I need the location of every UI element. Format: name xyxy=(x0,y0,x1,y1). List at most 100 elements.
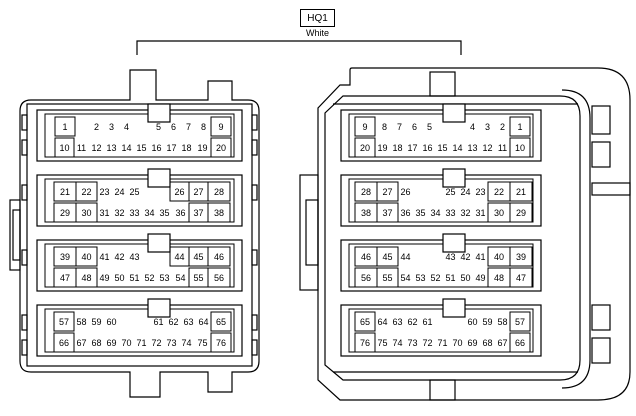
male-inner-frame xyxy=(26,103,253,367)
pin-number: 23 xyxy=(99,187,109,197)
pin-number: 43 xyxy=(445,252,455,262)
pin-number: 6 xyxy=(171,122,176,132)
pin-number: 9 xyxy=(362,122,367,132)
pin-row-frame xyxy=(340,174,542,227)
pin-number: 3 xyxy=(109,122,114,132)
pin-number: 46 xyxy=(361,252,371,262)
pin-number: 48 xyxy=(81,273,91,283)
pin-cell xyxy=(53,311,75,332)
row-key xyxy=(442,298,466,318)
pin-number: 34 xyxy=(430,208,440,218)
pin-row-inner xyxy=(348,243,534,288)
pin-number: 34 xyxy=(144,208,154,218)
pin-number: 67 xyxy=(76,338,86,348)
pin-number: 13 xyxy=(106,143,116,153)
pin-number: 50 xyxy=(460,273,470,283)
pin-number: 13 xyxy=(467,143,477,153)
pin-number: 4 xyxy=(124,122,129,132)
pin-number: 35 xyxy=(415,208,425,218)
pin-number: 7 xyxy=(397,122,402,132)
connector-name-label: HQ1 xyxy=(300,9,335,27)
pin-number: 75 xyxy=(377,338,387,348)
pin-row-inner xyxy=(44,243,235,288)
pin-number: 28 xyxy=(361,187,371,197)
row-key xyxy=(147,233,171,253)
pin-number: 19 xyxy=(377,143,387,153)
pin-cell xyxy=(509,181,533,202)
pin-number: 38 xyxy=(214,208,224,218)
pin-number: 41 xyxy=(475,252,485,262)
pin-number: 45 xyxy=(193,252,203,262)
pin-cell xyxy=(53,332,75,353)
pin-cell xyxy=(210,116,232,137)
pin-number: 57 xyxy=(515,317,525,327)
pin-number: 59 xyxy=(482,317,492,327)
pin-number: 75 xyxy=(197,338,207,348)
pin-row-frame xyxy=(36,304,243,357)
pin-number: 8 xyxy=(201,122,206,132)
pin-number: 59 xyxy=(91,317,101,327)
pin-cell xyxy=(210,332,232,353)
pin-number: 24 xyxy=(114,187,124,197)
pin-number: 19 xyxy=(197,143,207,153)
pin-number: 51 xyxy=(129,273,139,283)
pin-number: 67 xyxy=(497,338,507,348)
pin-number: 21 xyxy=(516,187,526,197)
pin-number: 74 xyxy=(181,338,191,348)
pin-cell xyxy=(509,246,533,267)
pin-cell xyxy=(376,246,399,267)
pin-cell xyxy=(354,137,376,158)
pin-number: 8 xyxy=(382,122,387,132)
pin-cell xyxy=(509,137,531,158)
pin-number: 53 xyxy=(159,273,169,283)
pin-cell xyxy=(354,311,376,332)
pin-number: 64 xyxy=(377,317,387,327)
pin-number: 30 xyxy=(494,208,504,218)
pin-number: 31 xyxy=(475,208,485,218)
pin-number: 38 xyxy=(361,208,371,218)
pin-number: 58 xyxy=(497,317,507,327)
pin-number: 68 xyxy=(91,338,101,348)
female-left-latch xyxy=(299,174,319,291)
pin-number: 27 xyxy=(193,187,203,197)
male-left-latch-inner xyxy=(12,209,21,261)
pin-number: 65 xyxy=(360,317,370,327)
pin-number: 1 xyxy=(517,122,522,132)
pin-number: 52 xyxy=(144,273,154,283)
pin-row-inner xyxy=(44,308,235,353)
pin-number: 20 xyxy=(360,143,370,153)
pin-cell xyxy=(354,116,376,137)
pin-number: 40 xyxy=(494,252,504,262)
pin-number: 51 xyxy=(445,273,455,283)
pin-number: 14 xyxy=(452,143,462,153)
pin-number: 49 xyxy=(475,273,485,283)
pin-number: 24 xyxy=(460,187,470,197)
pin-row-frame xyxy=(340,239,542,292)
pin-number: 23 xyxy=(475,187,485,197)
pin-number: 46 xyxy=(214,252,224,262)
pin-number: 58 xyxy=(76,317,86,327)
pin-number: 25 xyxy=(445,187,455,197)
pin-number: 16 xyxy=(422,143,432,153)
pin-cell xyxy=(376,181,399,202)
pin-number: 50 xyxy=(114,273,124,283)
pin-cell xyxy=(509,311,531,332)
pin-cell xyxy=(207,246,231,267)
pin-number: 65 xyxy=(216,317,226,327)
pin-number: 22 xyxy=(81,187,91,197)
pin-number: 55 xyxy=(193,273,203,283)
pin-number: 72 xyxy=(151,338,161,348)
pin-number: 29 xyxy=(516,208,526,218)
pin-number: 60 xyxy=(106,317,116,327)
pin-number: 2 xyxy=(500,122,505,132)
pin-cell xyxy=(54,137,75,158)
pin-row-frame xyxy=(340,109,542,162)
pin-number: 17 xyxy=(407,143,417,153)
pin-cell xyxy=(75,181,98,202)
pin-number: 2 xyxy=(94,122,99,132)
pin-number: 71 xyxy=(437,338,447,348)
pin-cell xyxy=(354,332,376,353)
pin-number: 66 xyxy=(515,338,525,348)
